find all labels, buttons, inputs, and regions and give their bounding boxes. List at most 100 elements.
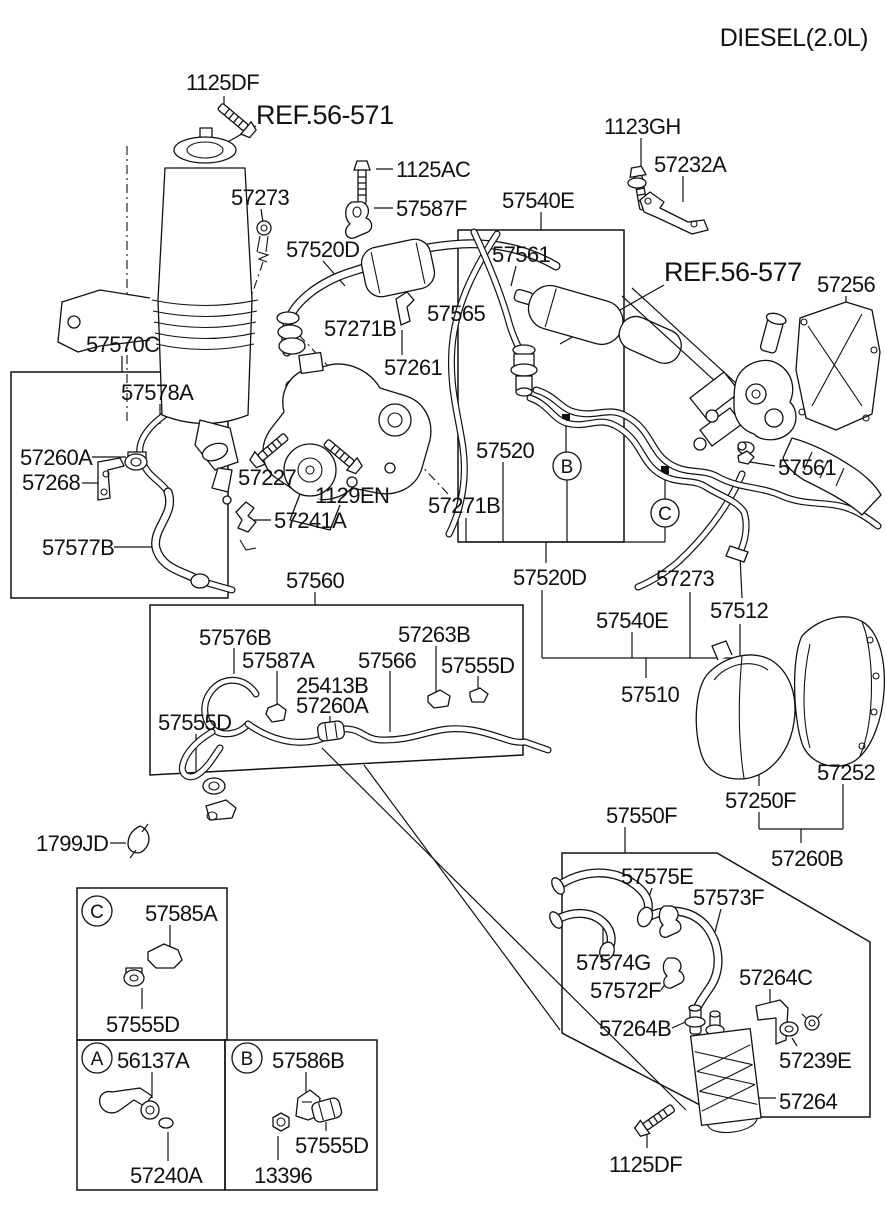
label-57260a-1: 57260A (20, 445, 93, 470)
label-57260a-2: 57260A (296, 693, 369, 718)
steering-gear-drawing (621, 287, 882, 516)
svg-text:A: A (91, 1049, 104, 1070)
label-57263b: 57263B (398, 622, 470, 647)
label-57578a: 57578A (121, 380, 194, 405)
clamp-57577b-drawing (190, 573, 210, 589)
label-57570c: 57570C (86, 332, 160, 357)
label-57550f: 57550F (606, 803, 677, 828)
bolt-1125ac (353, 160, 371, 205)
label-57555d-detail-c: 57555D (106, 1012, 179, 1037)
callout-circles: B C C A B (81, 451, 680, 1074)
label-1123gh: 1123GH (604, 114, 681, 139)
clamp-57555d-left-drawing (202, 777, 237, 821)
detail-box-c-letter: C (81, 895, 113, 927)
label-57585a: 57585A (145, 901, 218, 926)
label-1799jd: 1799JD (36, 831, 108, 856)
detail-box-a-letter: A (81, 1042, 113, 1074)
damper-57260a-2-drawing (317, 720, 345, 742)
detail-b-parts (272, 1089, 343, 1132)
label-57227: 57227 (238, 465, 297, 490)
clamp-57555d-right-drawing (469, 687, 489, 703)
label-57587f: 57587F (396, 196, 467, 221)
label-57261: 57261 (384, 355, 443, 380)
label-1125df-bottom: 1125DF (609, 1152, 682, 1177)
label-57576b: 57576B (199, 625, 271, 650)
label-ref-56-571: REF.56-571 (256, 100, 394, 130)
label-57587a: 57587A (242, 648, 315, 673)
label-57573f: 57573F (693, 885, 764, 910)
label-56137a: 56137A (117, 1048, 190, 1073)
label-57561-right: 57561 (778, 455, 837, 480)
pump-drawing (262, 351, 432, 531)
label-57561-box: 57561 (492, 242, 551, 267)
label-57572f: 57572F (590, 978, 661, 1003)
label-57239e: 57239E (779, 1048, 851, 1073)
callout-b-letter: B (561, 457, 574, 478)
label-57273-top: 57273 (231, 185, 290, 210)
label-1129en: 1129EN (315, 483, 389, 508)
group-box-57560 (149, 604, 524, 776)
label-57250f: 57250F (725, 788, 796, 813)
label-25413b: 25413B (296, 673, 368, 698)
label-57574g: 57574G (576, 950, 651, 975)
label-57560: 57560 (286, 568, 345, 593)
bracket-57268-drawing (97, 457, 125, 501)
callout-c-letter: C (658, 504, 672, 525)
bracket-57241a-drawing (235, 501, 257, 551)
label-57510: 57510 (621, 682, 680, 707)
svg-text:B: B (241, 1049, 254, 1070)
clamp-57263b-drawing (427, 689, 451, 709)
bracket-57261-drawing (395, 291, 415, 326)
pressure-tube-damper-drawing (513, 284, 624, 346)
callout-c: C (650, 498, 680, 528)
dust-cover-57250f-drawing (695, 640, 796, 780)
label-57271b-top: 57271B (324, 316, 396, 341)
label-57264b: 57264B (599, 1016, 671, 1041)
mount-plate-57256-drawing (795, 301, 881, 431)
clip-1799jd-drawing (127, 823, 150, 859)
label-57577b: 57577B (42, 535, 114, 560)
detail-a-parts (98, 1087, 174, 1129)
label-1125df-top: 1125DF (186, 70, 259, 95)
label-57575e: 57575E (621, 864, 693, 889)
label-57520d-bottom: 57520D (513, 565, 586, 590)
svg-text:C: C (90, 902, 104, 923)
damper-57520d-drawing (360, 238, 436, 298)
label-57256: 57256 (817, 272, 876, 297)
label-57273-bottom: 57273 (656, 566, 715, 591)
clamp-57260a-drawing (124, 451, 148, 471)
label-57252: 57252 (817, 760, 876, 785)
label-57240a: 57240A (130, 1163, 203, 1188)
clamp-57587f-drawing (344, 201, 373, 239)
label-57232a: 57232A (654, 152, 727, 177)
label-57555d-right: 57555D (441, 653, 514, 678)
label-57520d-top: 57520D (286, 237, 359, 262)
detail-box-57550f (561, 852, 871, 1118)
label-57565: 57565 (427, 301, 486, 326)
label-57512: 57512 (710, 598, 769, 623)
label-1125ac: 1125AC (396, 157, 471, 182)
detail-box-b (224, 1039, 378, 1191)
screw-57273-drawing (256, 220, 272, 263)
bolt-1125df-bottom (632, 1100, 679, 1140)
reservoir-drawing (57, 127, 259, 505)
label-57264: 57264 (779, 1089, 838, 1114)
bracket-57264c-drawing (755, 999, 789, 1045)
washer-1123gh (627, 177, 647, 189)
label-57241a: 57241A (274, 508, 347, 533)
label-57540e-top: 57540E (502, 188, 574, 213)
detail-c-parts (123, 943, 183, 987)
label-57566: 57566 (358, 648, 417, 673)
label-57260b: 57260B (771, 846, 843, 871)
label-57271b-mid: 57271B (428, 493, 500, 518)
label-57540e-bottom: 57540E (596, 608, 668, 633)
clamp-57587a-drawing (265, 703, 287, 723)
part-labels: DIESEL(2.0L) 1125DF REF.56-571 1123GH 57… (20, 24, 876, 1188)
detail-box-b-letter: B (231, 1042, 263, 1074)
label-57555d-detail-b: 57555D (295, 1133, 368, 1158)
label-57586b: 57586B (272, 1048, 344, 1073)
pressure-tube-end-drawing (618, 315, 682, 364)
diagram-title: DIESEL(2.0L) (720, 24, 868, 52)
